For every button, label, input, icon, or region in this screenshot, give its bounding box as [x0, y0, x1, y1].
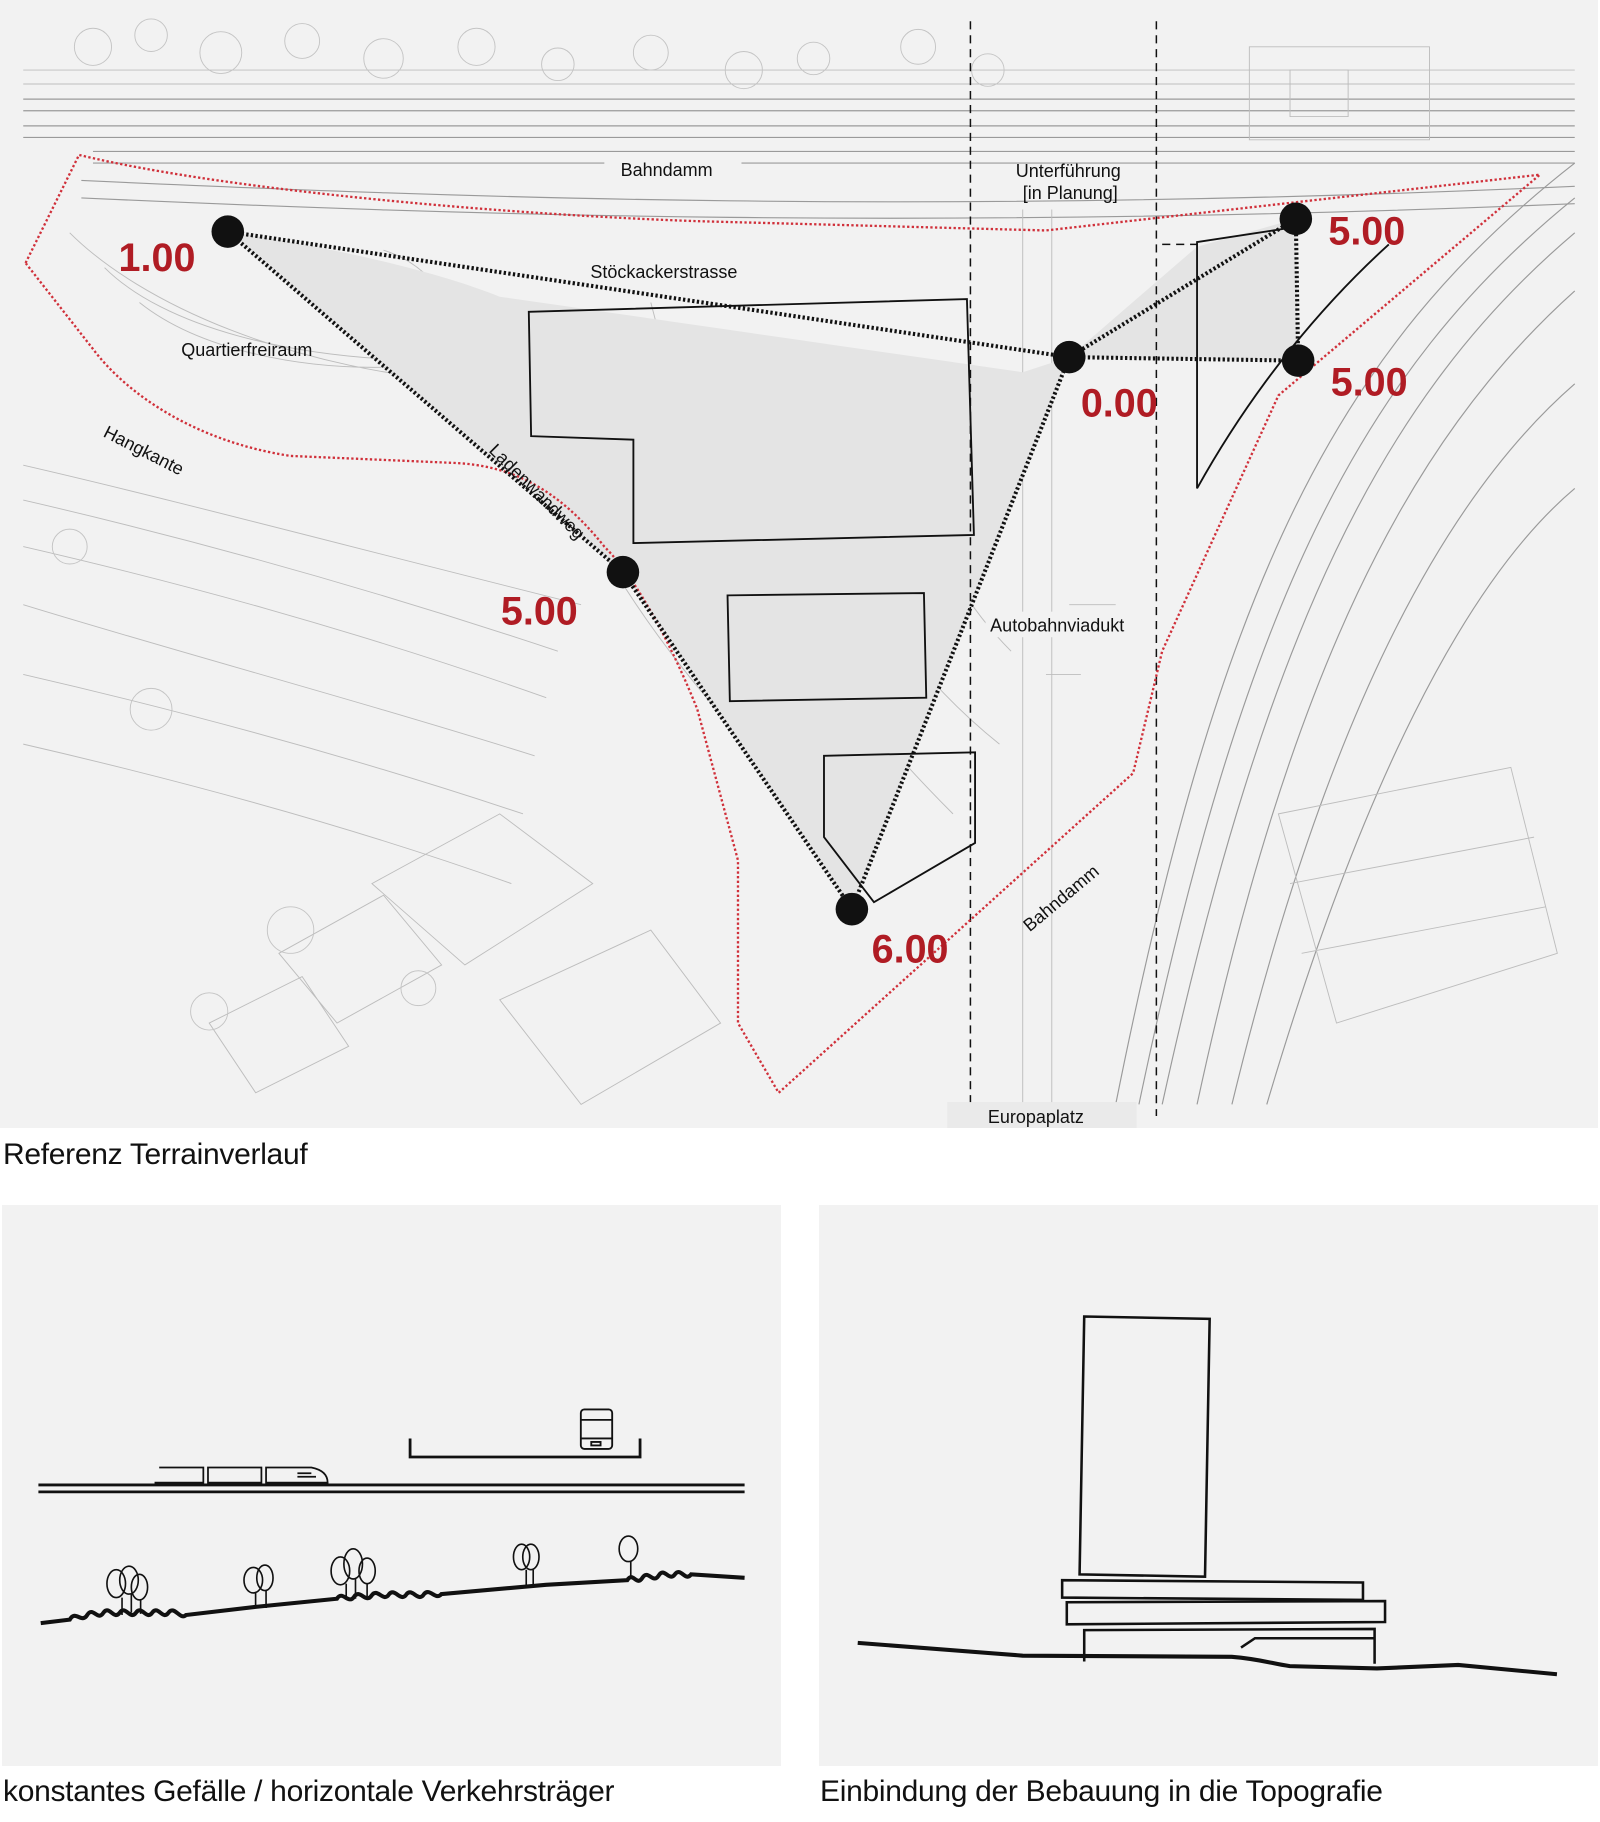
tower	[1078, 1315, 1211, 1578]
elevation-ne-top: 5.00	[1328, 209, 1405, 253]
elevation-ne-mid: 5.00	[1331, 360, 1408, 404]
label-in-planung: [in Planung]	[1023, 183, 1118, 203]
map-caption: Referenz Terrainverlauf	[3, 1138, 308, 1171]
planned-underpass-line	[969, 21, 1198, 1117]
section-diagram-left	[2, 1205, 781, 1766]
label-unterfuehrung: Unterführung	[1016, 161, 1121, 181]
point-west	[606, 555, 640, 589]
point-ne-top	[1279, 202, 1313, 236]
elevation-points	[211, 202, 1315, 926]
elevation-nw: 1.00	[119, 236, 196, 280]
podium-slab-2	[1065, 1599, 1387, 1626]
site-plan-map: Bahndamm Unterführung [in Planung] Stöck…	[0, 0, 1598, 1130]
rail-track	[38, 1483, 745, 1494]
elevation-south: 6.00	[872, 928, 949, 972]
building-topography-svg	[857, 1315, 1558, 1677]
label-bahndamm-top: Bahndamm	[621, 160, 713, 180]
point-nw	[211, 215, 245, 248]
label-stoeckackerstrasse: Stöckackerstrasse	[590, 262, 737, 282]
train-icon	[154, 1466, 329, 1484]
podium-base	[1082, 1627, 1376, 1664]
terrain-line	[857, 1640, 1558, 1677]
point-south	[835, 892, 869, 926]
point-center	[1052, 340, 1086, 374]
label-quartierfreiraum: Quartierfreiraum	[181, 340, 312, 360]
left-diagram-caption: konstantes Gefälle / horizontale Verkehr…	[3, 1775, 615, 1808]
label-europaplatz: Europaplatz	[988, 1107, 1084, 1127]
bus-icon	[579, 1408, 614, 1450]
site-area	[227, 218, 1299, 910]
tree-icons	[106, 1535, 639, 1616]
right-diagram-caption: Einbindung der Bebauung in die Topografi…	[820, 1775, 1383, 1808]
road-trough	[408, 1438, 642, 1459]
podium-slab-1	[1060, 1578, 1365, 1602]
label-autobahnviadukt: Autobahnviadukt	[990, 615, 1124, 635]
terrain-line	[40, 1570, 745, 1626]
elevation-connectors	[226, 215, 1301, 914]
site-plan-svg: Bahndamm Unterführung [in Planung] Stöck…	[23, 18, 1576, 1130]
gradient-section-svg	[38, 1408, 745, 1626]
elevation-west: 5.00	[501, 589, 578, 633]
elevation-center: 0.00	[1081, 381, 1158, 425]
section-diagram-right	[819, 1205, 1598, 1766]
point-ne-mid	[1281, 344, 1315, 377]
